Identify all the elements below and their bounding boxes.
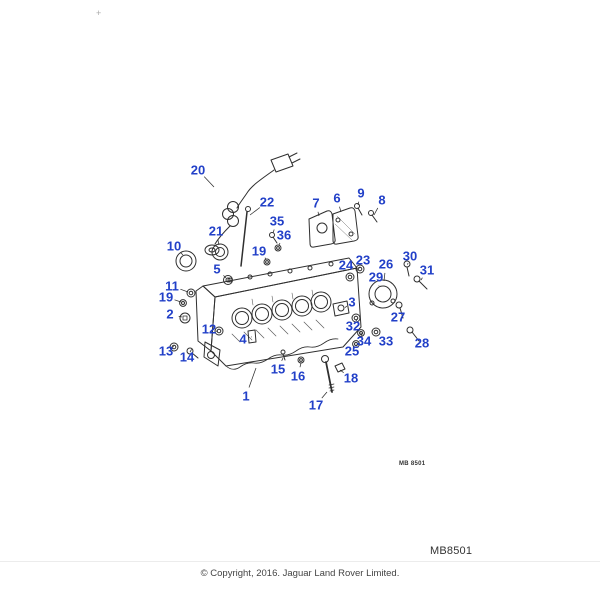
block-front-face <box>210 267 362 367</box>
block-deck <box>202 257 358 298</box>
copyright-footer: © Copyright, 2016. Jaguar Land Rover Lim… <box>0 568 600 579</box>
copyright-text: © Copyright, 2016. Jaguar Land Rover Lim… <box>200 568 400 579</box>
callout-leader-lines <box>172 176 423 399</box>
block-left-face <box>195 285 216 352</box>
figure-code: MB8501 <box>430 545 473 557</box>
registration-mark: + <box>96 8 102 18</box>
footer-divider <box>0 561 600 562</box>
plate-code-small: MB 8501 <box>399 461 426 467</box>
